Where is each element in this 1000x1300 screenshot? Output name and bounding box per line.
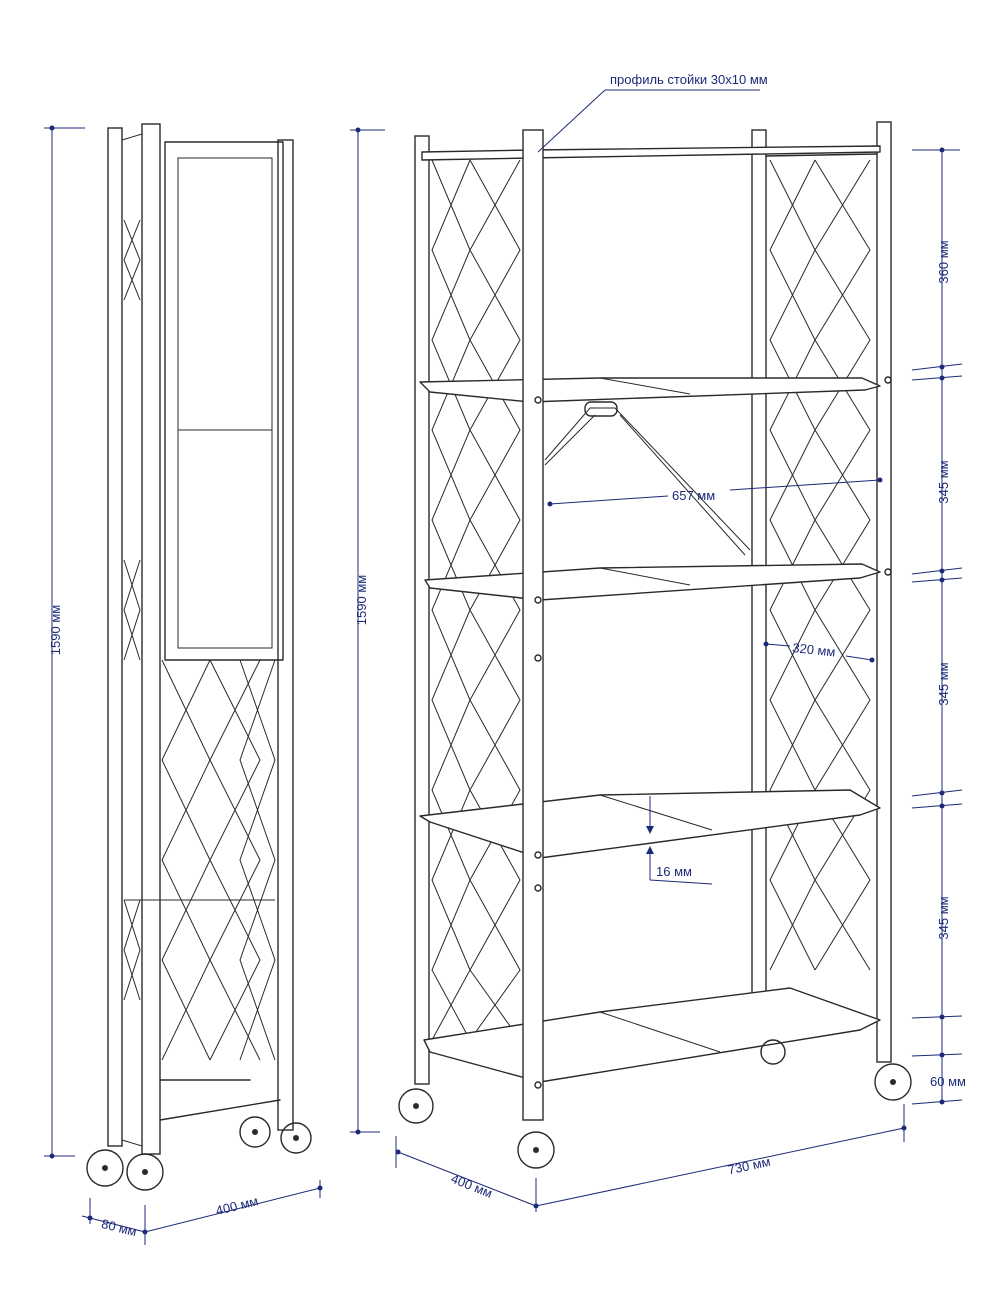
label-folded: 80 мм xyxy=(100,1216,139,1239)
label-width-right: 730 мм xyxy=(726,1154,771,1178)
label-thickness: 16 мм xyxy=(656,864,692,879)
dim-bottom-right: 400 мм 730 мм xyxy=(395,1104,907,1212)
label-height-mid: 1590 мм xyxy=(354,575,369,625)
caster-icon xyxy=(398,1039,912,1169)
dim-height-left: 1590 мм xyxy=(44,125,85,1159)
label-width-inner: 657 мм xyxy=(672,488,715,503)
folded-rack xyxy=(86,123,312,1191)
dim-height-mid: 1590 мм xyxy=(350,127,385,1135)
label-depth-right: 400 мм xyxy=(449,1171,495,1201)
dim-profile: профиль стойки 30x10 мм xyxy=(537,72,768,153)
label-height-left: 1590 мм xyxy=(48,605,63,655)
label-depth-left: 400 мм xyxy=(214,1193,260,1218)
label-tier2: 345 мм xyxy=(936,460,951,503)
dim-thickness: 16 мм xyxy=(646,796,713,885)
label-depth-inner: 320 мм xyxy=(792,640,837,659)
label-profile: профиль стойки 30x10 мм xyxy=(610,72,768,87)
dim-depth-left: 400 мм 80 мм xyxy=(81,1180,323,1245)
caster-icon xyxy=(86,1116,312,1191)
label-tier1: 360 мм xyxy=(936,240,951,283)
dim-depth-inner: 320 мм xyxy=(763,640,875,663)
dim-width-inner: 657 мм xyxy=(547,477,883,507)
label-tier4: 345 мм xyxy=(936,896,951,939)
label-tier3: 345 мм xyxy=(936,662,951,705)
label-wheel: 60 мм xyxy=(930,1074,966,1089)
dim-tiers: 360 мм 345 мм 345 мм 345 мм 60 мм xyxy=(911,147,966,1105)
